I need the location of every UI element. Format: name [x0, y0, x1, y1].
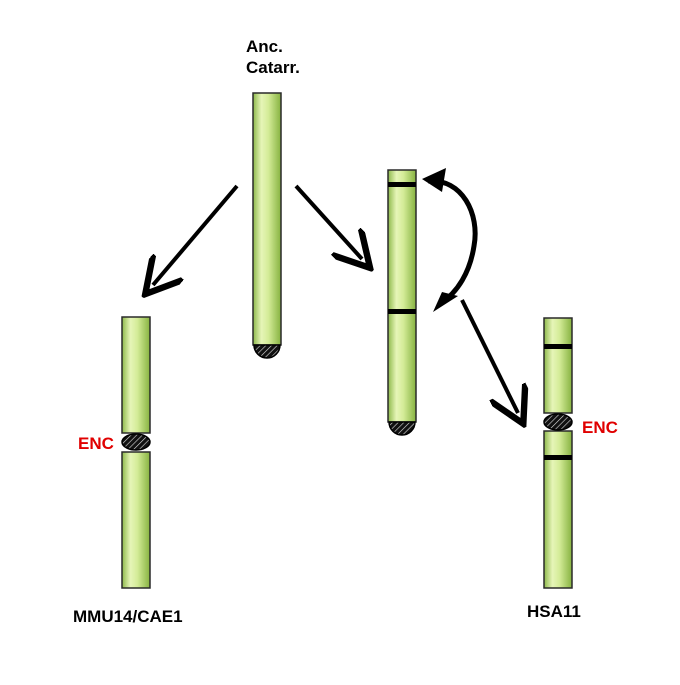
middle-band-top [388, 182, 416, 187]
right-centromere [543, 413, 573, 431]
right-enc-label: ENC [582, 418, 618, 437]
inversion-arrow [422, 168, 478, 312]
left-chromosome [121, 316, 151, 589]
right-band-lower [544, 455, 572, 460]
arrow-to-right [460, 299, 518, 413]
left-enc-label: ENC [78, 434, 114, 453]
arrow-to-left [153, 184, 239, 285]
right-chromosome-label: HSA11 [527, 602, 581, 621]
left-chromosome-label: MMU14/CAE1 [73, 607, 183, 626]
middle-centromere [388, 421, 416, 436]
left-centromere [121, 433, 151, 451]
ancestral-chromosome [252, 92, 282, 359]
ancestor-label-line1: Anc. [246, 37, 283, 56]
arrow-to-middle [294, 184, 362, 259]
middle-chromosome [387, 169, 417, 436]
ancestral-centromere [253, 344, 281, 359]
middle-band-mid [388, 309, 416, 314]
right-chromosome [543, 317, 573, 589]
ancestor-label-line2: Catarr. [246, 58, 300, 77]
right-band-top [544, 344, 572, 349]
